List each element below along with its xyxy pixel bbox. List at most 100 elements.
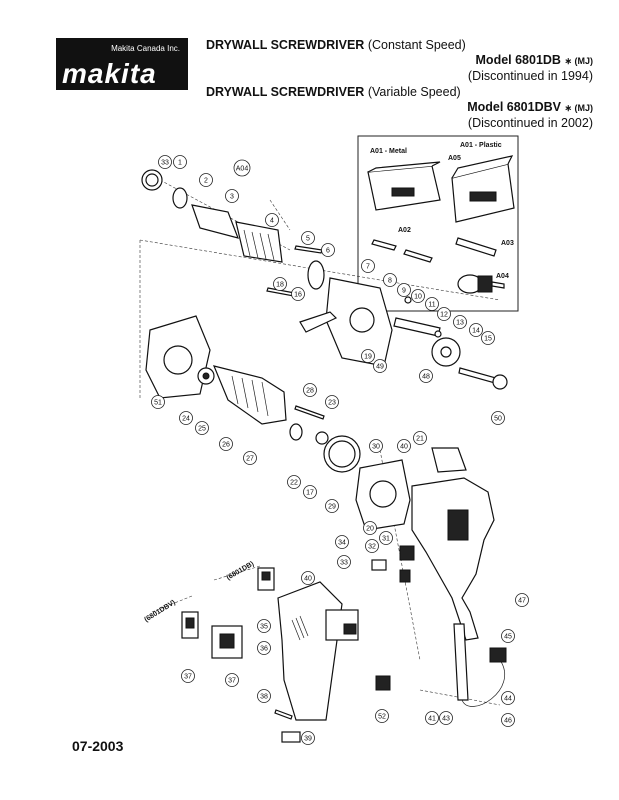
callout-circle [397,439,411,453]
callout-label: 36 [260,646,268,653]
model-6801dbv-mark: ∗ (MJ) [564,103,593,113]
callout-circle [257,641,271,655]
armature [212,365,287,425]
handle-set [277,581,343,721]
callout-circle [225,673,239,687]
callout-label: 5 [306,236,310,243]
callout-label: 46 [504,718,512,725]
callout-circle [257,619,271,633]
callout-label: 41 [428,716,436,723]
ball-bearing [197,367,215,385]
tapping-screw [294,405,325,420]
callout-32: 32 [365,539,379,553]
callout-A04: A04 [233,159,251,177]
callout-13: 13 [453,315,467,329]
variant-label-dbv: (6801DBV) [143,599,176,623]
label-a03: A03 [501,240,514,247]
callout-6: 6 [321,243,335,257]
callout-label: 34 [338,540,346,547]
callout-label: 18 [276,282,284,289]
callout-label: 43 [442,716,450,723]
callout-label: 16 [294,292,302,299]
callout-circle [397,283,411,297]
callout-circle [179,411,193,425]
callout-label: 21 [416,436,424,443]
callout-7: 7 [361,259,375,273]
callout-51: 51 [151,395,165,409]
callout-2: 2 [199,173,213,187]
callout-45: 45 [501,629,515,643]
callout-circle [515,593,529,607]
variant-bracket-dbv [151,595,193,613]
callout-circle [173,155,187,169]
callout-label: 2 [204,178,208,185]
heading-variable-title: DRYWALL SCREWDRIVER [206,85,365,99]
callout-11: 11 [425,297,439,311]
callout-circle [195,421,209,435]
field-assembly [355,459,411,531]
callout-label: 1 [178,160,182,167]
callout-circle [335,535,349,549]
callout-circle [265,213,279,227]
callout-35: 35 [257,619,271,633]
strain-relief [375,675,391,691]
callout-28: 28 [303,383,317,397]
label-a02: A02 [398,227,411,234]
callout-circle [361,349,375,363]
callout-label: 24 [182,416,190,423]
model-6801dbv: Model 6801DBV ∗ (MJ) (Discontinued in 20… [467,100,593,131]
callout-40: 40 [301,571,315,585]
switch [399,545,415,561]
assembly-guide-line [269,199,291,231]
callout-circle [301,731,315,745]
steel-ball [434,330,442,338]
callout-circle [301,571,315,585]
callout-label: 27 [246,456,254,463]
callout-label: 39 [304,736,312,743]
callout-circle [379,531,393,545]
callout-24: 24 [179,411,193,425]
model-6801db-name: Model 6801DB [475,53,561,67]
callout-3: 3 [225,189,239,203]
callout-8: 8 [383,273,397,287]
callout-50: 50 [491,411,505,425]
revision-date: 07-2003 [72,738,124,754]
lock-button-db [257,567,275,591]
bracket [299,311,338,333]
callout-44: 44 [501,691,515,705]
callout-10: 10 [411,289,425,303]
sleeve [191,204,239,239]
callout-label: 11 [428,302,435,309]
callout-label: 51 [154,400,162,407]
callout-circle [321,243,335,257]
callout-circle [303,485,317,499]
callout-40: 40 [397,439,411,453]
callout-circle [233,159,251,177]
heading-constant-suffix: (Constant Speed) [367,38,466,52]
callout-label: 44 [504,696,512,703]
callout-label: 23 [328,400,336,407]
callout-circle [419,369,433,383]
callout-12: 12 [437,307,451,321]
logo-subtitle: Makita Canada Inc. [111,44,180,53]
callout-circle [219,437,233,451]
callout-circle [225,189,239,203]
brush-holder [371,559,411,583]
callout-5: 5 [301,231,315,245]
switch-assembly [325,609,359,641]
callout-circle [301,231,315,245]
callout-label: 7 [366,264,370,271]
callout-26: 26 [219,437,233,451]
callout-circle [337,555,351,569]
nameplate [281,731,301,743]
callout-circle [425,297,439,311]
callout-label: 52 [378,714,386,721]
callout-circle [365,539,379,553]
model-6801db-mark: ∗ (MJ) [564,56,593,66]
callout-34: 34 [335,535,349,549]
callout-label: 15 [484,336,492,343]
metal-carrying-case [367,161,441,211]
o-ring [307,260,325,290]
bit-set [371,237,497,263]
